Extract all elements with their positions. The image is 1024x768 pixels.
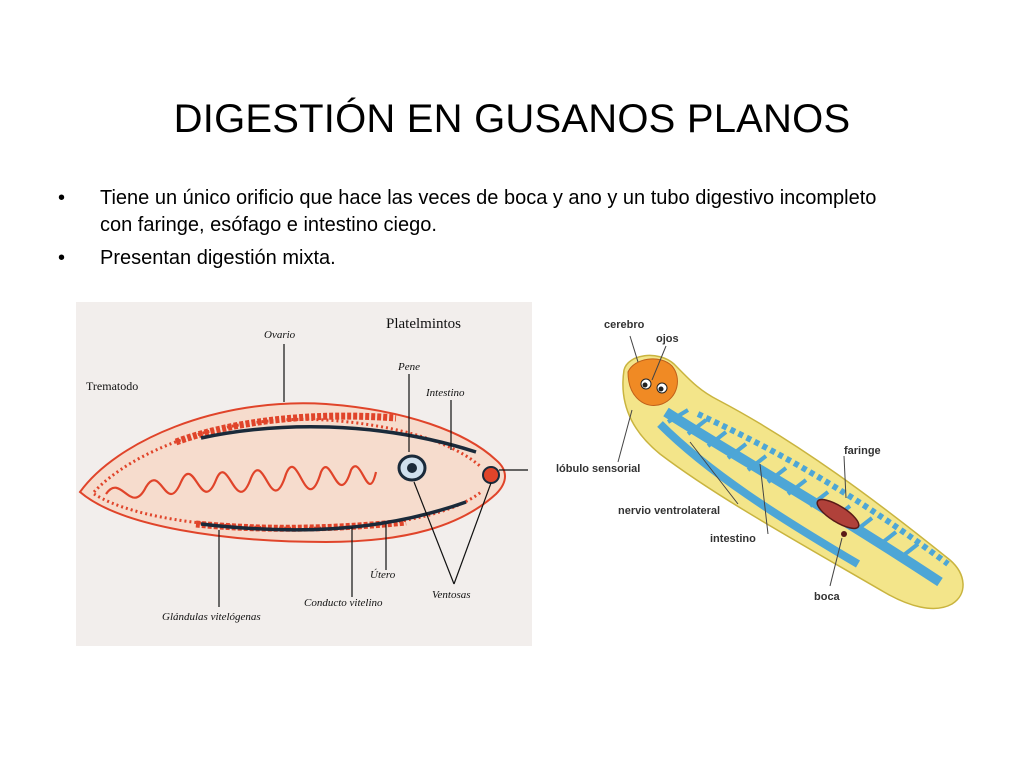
eye-right-pupil <box>658 386 664 392</box>
planarian-head <box>627 358 678 406</box>
bullet-marker: • <box>58 187 66 209</box>
intestine-bottom <box>200 500 467 532</box>
oral-sucker <box>482 466 500 484</box>
leader-boca <box>829 537 843 587</box>
label-glandulas: Glándulas vitelógenas <box>162 611 261 623</box>
vitelline-band-top <box>174 412 397 446</box>
leader-faringe <box>843 455 847 499</box>
label-nervio: nervio ventrolateral <box>618 505 720 517</box>
gut-left-branch <box>657 421 861 568</box>
label-utero: Útero <box>370 569 396 581</box>
leader-intestino <box>759 463 769 535</box>
gut-main <box>663 407 943 587</box>
leader-cerebro <box>629 335 639 363</box>
mouth <box>841 531 847 537</box>
leader-ventosas-2 <box>453 482 492 585</box>
coiled-uterus <box>105 465 378 499</box>
leader-ojos <box>651 345 667 381</box>
label-ventosas: Ventosas <box>432 589 471 601</box>
label-ovario: Ovario <box>264 329 296 341</box>
label-lobulo: lóbulo sensorial <box>556 463 640 475</box>
slide-title: DIGESTIÓN EN GUSANOS PLANOS <box>173 96 851 141</box>
gut-right-branch <box>696 411 950 567</box>
leader-lobulo <box>617 409 633 463</box>
bullet-marker: • <box>58 247 66 269</box>
label-boca: boca <box>814 591 841 603</box>
bullet-text: Presentan digestión mixta. <box>100 247 336 269</box>
bullet-item: • Tiene un único orificio que hace las v… <box>58 185 898 239</box>
bullet-item: • Presentan digestión mixta. <box>58 245 898 272</box>
intestine-top <box>200 425 477 454</box>
label-cerebro: cerebro <box>604 319 645 331</box>
label-intestino: intestino <box>710 533 756 545</box>
planarian-diagram: cerebro ojos lóbulo sensorial nervio ven… <box>556 319 964 610</box>
label-ojos: ojos <box>656 333 679 345</box>
trematode-body <box>78 402 506 544</box>
label-conducto: Conducto vitelino <box>304 597 383 609</box>
label-faringe: faringe <box>844 445 881 457</box>
label-trematodo: Trematodo <box>86 379 138 393</box>
pharynx <box>816 498 860 530</box>
trematode-figure: Platelmintos Trematodo Ovario Pene Intes… <box>76 302 532 646</box>
leader-ventosas-1 <box>413 481 455 585</box>
trematode-diagram: Platelmintos Trematodo Ovario Pene Intes… <box>76 302 532 646</box>
bullet-list: • Tiene un único orificio que hace las v… <box>58 185 898 278</box>
label-intestino: Intestino <box>425 387 465 399</box>
leader-nervio <box>689 441 739 505</box>
label-pene: Pene <box>397 361 420 373</box>
figure-header: Platelmintos <box>386 316 461 332</box>
ventral-sucker-center <box>407 463 417 473</box>
eye-left-pupil <box>642 382 648 388</box>
planarian-figure: cerebro ojos lóbulo sensorial nervio ven… <box>548 302 972 632</box>
bullet-text: Tiene un único orificio que hace las vec… <box>100 187 877 236</box>
